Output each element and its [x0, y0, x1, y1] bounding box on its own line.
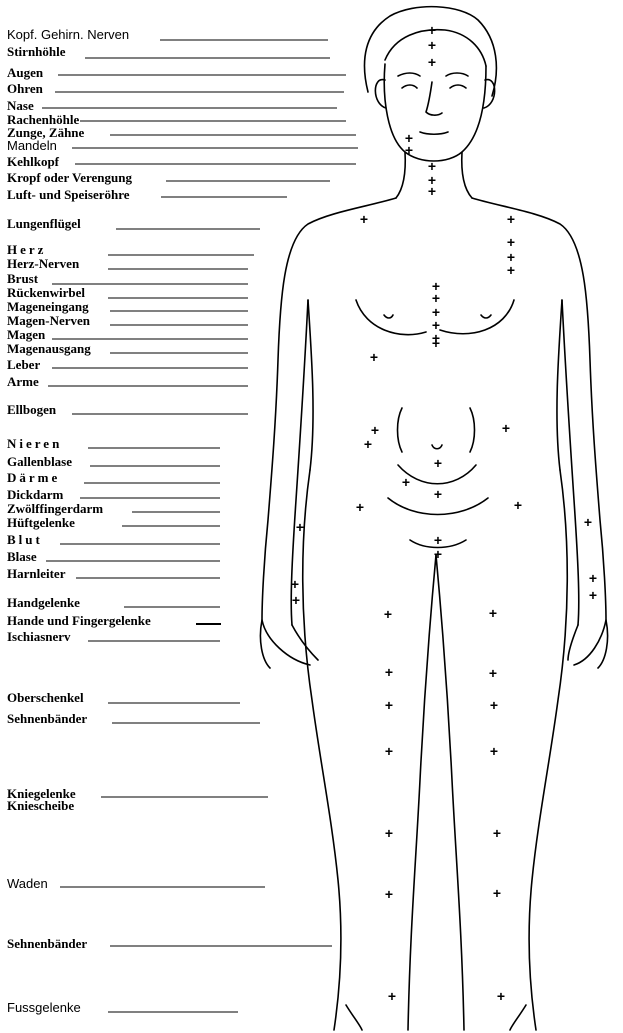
plus-marker: + — [497, 988, 505, 1004]
face-outline — [384, 64, 486, 161]
plus-marker: + — [402, 474, 410, 490]
plus-marker: + — [356, 499, 364, 515]
mouth — [420, 132, 448, 134]
plus-marker: + — [292, 592, 300, 608]
right-inner-arm — [562, 300, 579, 625]
plus-marker: + — [589, 587, 597, 603]
plus-marker: + — [490, 697, 498, 713]
plus-marker: + — [385, 697, 393, 713]
plus-marker: + — [493, 885, 501, 901]
left-eyebrow — [398, 73, 420, 76]
plus-marker: + — [489, 665, 497, 681]
right-shoulder-arm — [472, 198, 606, 665]
abdomen-right — [470, 408, 475, 452]
plus-marker: + — [584, 514, 592, 530]
right-pec — [440, 300, 514, 334]
left-ankle — [346, 1005, 362, 1030]
plus-marker: + — [507, 234, 515, 250]
right-leg-inner — [436, 555, 464, 1030]
plus-marker: + — [360, 211, 368, 227]
plus-marker: + — [385, 825, 393, 841]
plus-marker: + — [388, 988, 396, 1004]
plus-marker: + — [428, 22, 436, 38]
torso-left — [308, 300, 313, 470]
plus-marker: + — [405, 142, 413, 158]
left-eye — [402, 85, 417, 88]
plus-marker: + — [514, 497, 522, 513]
plus-marker: + — [434, 486, 442, 502]
right-leg-outer — [529, 470, 567, 1030]
navel — [432, 445, 442, 449]
plus-marker: + — [370, 349, 378, 365]
plus-marker: + — [507, 262, 515, 278]
plus-marker: + — [296, 519, 304, 535]
plus-marker: + — [364, 436, 372, 452]
plus-marker: + — [384, 606, 392, 622]
torso-right — [557, 300, 562, 470]
right-hand — [568, 620, 608, 668]
left-leg-inner — [408, 555, 436, 1030]
plus-marker: + — [507, 211, 515, 227]
plus-marker: + — [371, 422, 379, 438]
plus-marker: + — [428, 54, 436, 70]
plus-marker: + — [489, 605, 497, 621]
nose — [426, 82, 442, 115]
plus-marker: + — [434, 546, 442, 562]
plus-marker: + — [385, 664, 393, 680]
plus-marker: + — [434, 455, 442, 471]
plus-marker: + — [385, 886, 393, 902]
right-eyebrow — [446, 73, 468, 76]
plus-marker: + — [385, 743, 393, 759]
plus-marker: + — [493, 825, 501, 841]
left-nipple — [384, 315, 393, 318]
abdomen-left — [398, 408, 403, 452]
neck-right — [462, 152, 472, 198]
neck-left — [396, 152, 405, 198]
right-eye — [450, 85, 466, 88]
left-hand — [260, 620, 318, 668]
leader-lines — [42, 40, 358, 1012]
plus-marker: + — [432, 335, 440, 351]
plus-marker: + — [502, 420, 510, 436]
plus-marker: + — [428, 183, 436, 199]
marker-group: + + + + + + + + + + + + + + + + + + + + + + + + + + + + + + + + + + + + + + + +… — [291, 22, 597, 1004]
plus-marker: + — [589, 570, 597, 586]
plus-marker: + — [490, 743, 498, 759]
right-nipple — [481, 315, 491, 318]
plus-marker: + — [291, 576, 299, 592]
right-ankle — [510, 1005, 526, 1030]
plus-marker: + — [428, 37, 436, 53]
